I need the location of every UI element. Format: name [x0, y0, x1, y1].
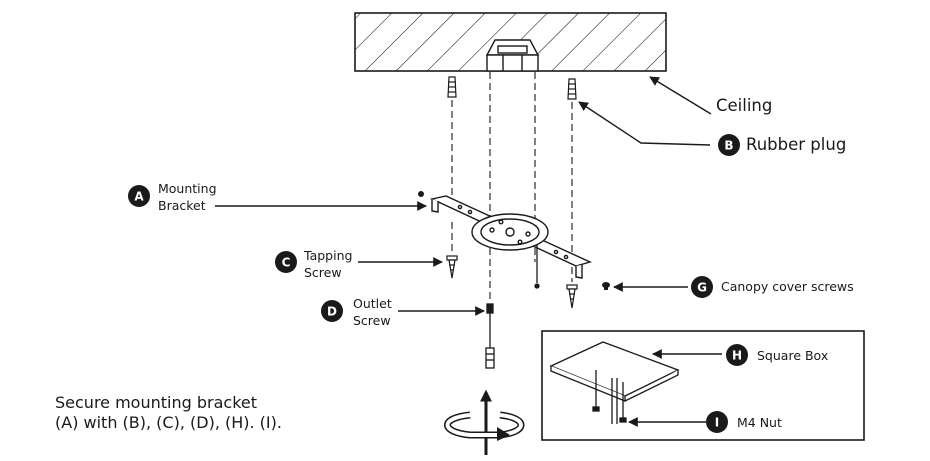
tapping-screw-left [446, 255, 458, 279]
instruction-line-2: (A) with (B), (C), (D), (H). (I). [55, 413, 282, 432]
bracket-screw-small [418, 191, 424, 197]
label-ceiling: Ceiling [716, 96, 772, 115]
badge-c: C [275, 251, 297, 273]
badge-b: B [718, 134, 740, 156]
label-tapping-screw-line2: Screw [304, 265, 342, 280]
mounting-bracket [429, 195, 593, 279]
bracket-bolt [534, 244, 540, 289]
square-box [549, 341, 680, 402]
label-m4-nut: M4 Nut [737, 415, 782, 430]
rubber-plug-left [447, 76, 457, 98]
leader-lines [215, 76, 722, 427]
instruction-caption: Secure mounting bracket (A) with (B), (C… [55, 393, 282, 433]
label-mounting-bracket-line2: Bracket [158, 198, 206, 213]
badge-d: D [321, 300, 343, 322]
badge-d-letter: D [327, 305, 337, 319]
label-tapping-screw-line1: Tapping [303, 248, 352, 263]
label-mounting-bracket-line1: Mounting [158, 181, 217, 196]
ceiling-junction-box [485, 39, 540, 72]
rotation-arrow [444, 389, 525, 455]
badge-b-letter: B [724, 139, 733, 153]
m4-nut-bolts [592, 370, 627, 424]
label-canopy-cover-screws: Canopy cover screws [721, 279, 854, 294]
badge-i-letter: I [715, 416, 719, 430]
label-square-box: Square Box [757, 348, 828, 363]
rubber-plug-right [567, 78, 577, 100]
outlet-screw [485, 303, 495, 369]
label-rubber-plug: Rubber plug [746, 135, 846, 154]
label-outlet-screw-line1: Outlet [353, 296, 392, 311]
badge-h-letter: H [732, 349, 742, 363]
alignment-lines [451, 72, 573, 300]
badge-a-letter: A [134, 190, 144, 204]
badge-i: I [706, 411, 728, 433]
canopy-cover-screw [602, 282, 610, 290]
label-outlet-screw-line2: Screw [353, 313, 391, 328]
square-box-inset [541, 330, 865, 441]
instruction-line-1: Secure mounting bracket [55, 393, 257, 412]
badge-a: A [128, 185, 150, 207]
tapping-screw-right [566, 284, 578, 309]
badge-g: G [691, 276, 713, 298]
badge-g-letter: G [697, 281, 707, 295]
badge-c-letter: C [282, 256, 291, 270]
badge-h: H [726, 344, 748, 366]
